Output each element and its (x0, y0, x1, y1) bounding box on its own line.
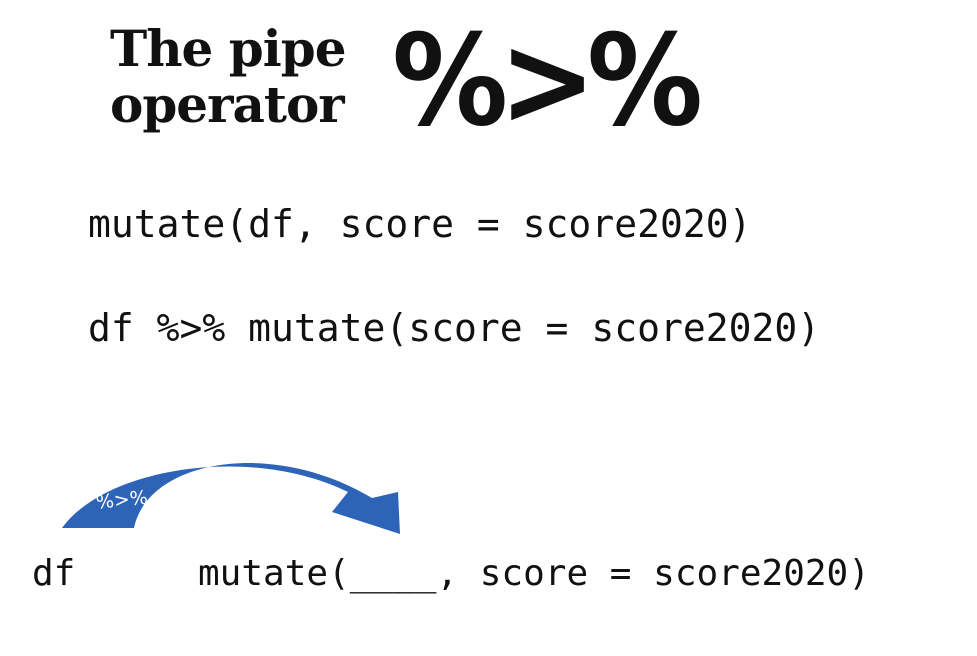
code-example-function-call: mutate(df, score = score2020) (88, 202, 752, 246)
pipe-arrow-label: %>% (94, 486, 149, 514)
pipe-operator-symbol: %>% (392, 7, 703, 154)
diagram-target-call: mutate(____, score = score2020) (198, 553, 870, 594)
diagram-source-df: df (32, 553, 76, 594)
slide-title-line-2: operator (110, 75, 345, 134)
code-example-pipe-call: df %>% mutate(score = score2020) (88, 306, 821, 350)
slide-title-line-1: The pipe (110, 19, 347, 78)
